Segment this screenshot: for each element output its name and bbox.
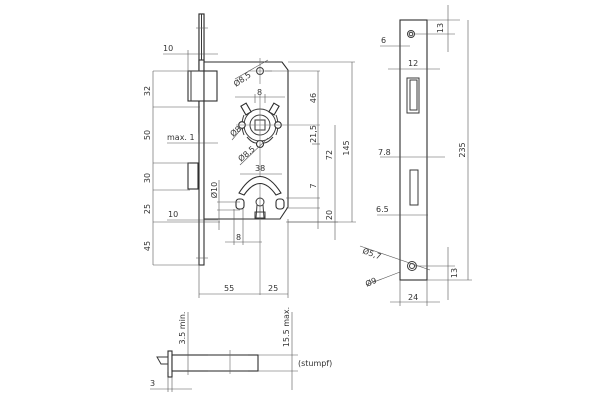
dim-145: 145 xyxy=(342,140,351,155)
dim-7: 7 xyxy=(309,183,318,188)
dim-215: 21,5 xyxy=(309,125,318,143)
dim-30: 30 xyxy=(143,173,152,183)
faceplate-hole-top xyxy=(407,30,415,38)
dim-25-left: 25 xyxy=(143,204,152,214)
dim-25-bottom: 25 xyxy=(268,284,278,293)
dim-55: 55 xyxy=(224,284,234,293)
dim-13-bottom: 13 xyxy=(450,268,459,278)
dim-8-spindle: 8 xyxy=(257,88,262,97)
latch xyxy=(187,70,205,102)
bottom-view: 3.5 min. 15.5 max. (stumpf) 3 xyxy=(150,307,332,392)
dim-max1: max. 1 xyxy=(167,133,195,142)
label-stumpf: (stumpf) xyxy=(298,359,332,368)
dim-32: 32 xyxy=(143,86,152,96)
dim-72: 72 xyxy=(325,150,334,160)
front-view: 32 50 30 25 45 10 max. 1 10 Ø8,5 8 Ø8 Ø8… xyxy=(143,13,356,298)
dim-10-top: 10 xyxy=(163,44,173,53)
side-view: 6 12 7.8 6.5 13 235 13 Ø5,7 Ø9 24 xyxy=(359,5,472,306)
dim-46: 46 xyxy=(309,93,318,103)
dim-20: 20 xyxy=(325,210,334,220)
dim-45: 45 xyxy=(143,241,152,251)
dim-10-bottom: 10 xyxy=(168,210,178,219)
dim-8-keyhole: 8 xyxy=(236,233,241,242)
dim-155-max: 15.5 max. xyxy=(282,307,291,347)
dim-235: 235 xyxy=(458,142,467,157)
bolt-opening xyxy=(409,169,419,206)
cylinder-area xyxy=(235,176,285,219)
latch-opening xyxy=(406,77,420,114)
dim-35-min: 3.5 min. xyxy=(178,312,187,345)
dim-24: 24 xyxy=(408,293,418,302)
dim-78: 7.8 xyxy=(378,148,391,157)
case-edge xyxy=(171,354,259,372)
front-right-dims: 46 21,5 7 20 72 145 xyxy=(265,61,356,240)
dim-50: 50 xyxy=(143,130,152,140)
dim-d10: Ø10 xyxy=(209,182,219,198)
faceplate xyxy=(399,19,428,281)
dim-65: 6.5 xyxy=(376,205,389,214)
front-left-dims: 32 50 30 25 45 10 max. 1 10 xyxy=(143,44,220,266)
dim-d9: Ø9 xyxy=(364,275,379,289)
dim-12: 12 xyxy=(408,59,418,68)
dim-6: 6 xyxy=(381,36,386,45)
dim-d57: Ø5,7 xyxy=(361,245,382,261)
deadbolt xyxy=(187,162,199,190)
dim-13-top: 13 xyxy=(436,23,445,33)
dim-3: 3 xyxy=(150,379,155,388)
dim-38: 38 xyxy=(255,164,265,173)
